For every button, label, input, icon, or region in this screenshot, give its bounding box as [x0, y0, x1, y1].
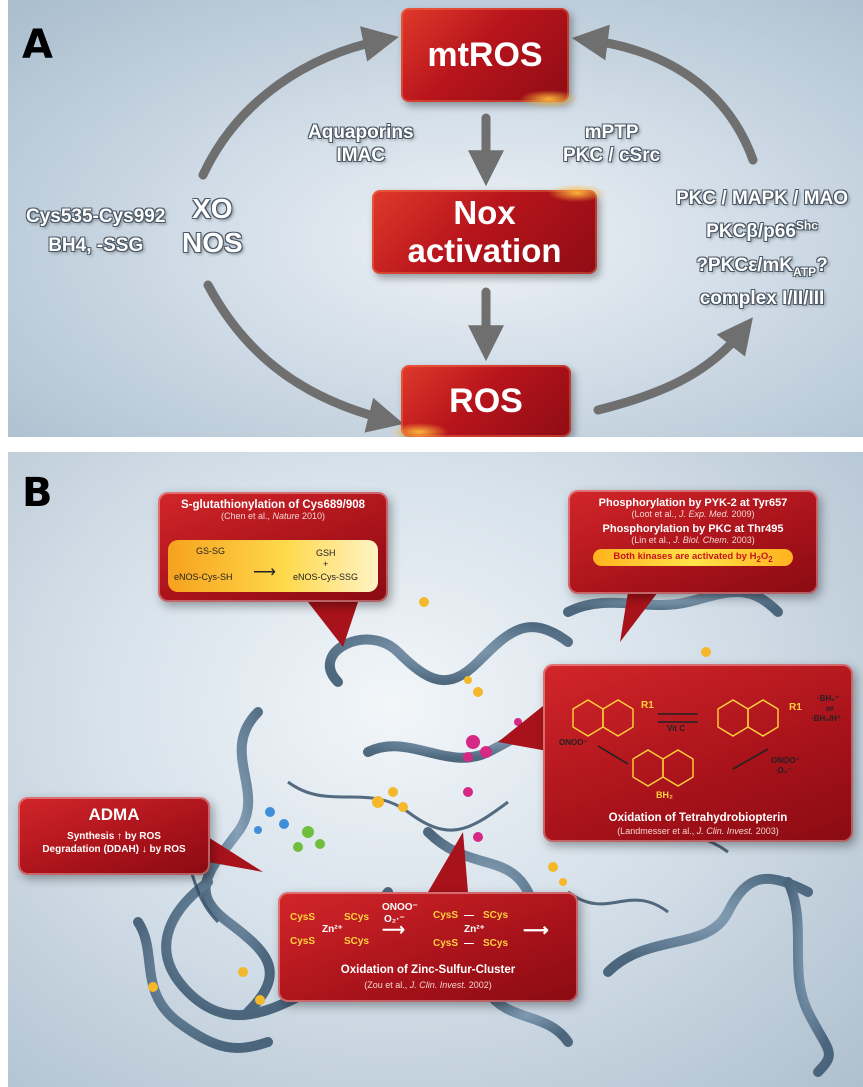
- zinc-citation: (Zou et al., J. Clin. Invest. 2002): [364, 980, 492, 990]
- arrow-ros-to-pkc: [593, 317, 753, 415]
- arrow-xo-to-mtros: [198, 26, 399, 180]
- bh4-citation: (Landmesser et al., J. Clin. Invest. 200…: [617, 826, 779, 836]
- phosphorylation-citation-1: (Loot et al., J. Exp. Med. 2009): [631, 509, 755, 519]
- kinase-h2o2-banner: Both kinases are activated by H2O2: [593, 549, 793, 566]
- cycle-arrows: [198, 24, 758, 433]
- bh4-title: Oxidation of Tetrahydrobiopterin: [608, 812, 788, 824]
- nox-activation-box: Nox activation: [372, 184, 607, 274]
- panel-letter-b: B: [22, 470, 53, 516]
- phosphorylation-callout: Phosphorylation by PYK-2 at Tyr657 (Loot…: [568, 490, 818, 594]
- phosphorylation-title-2: Phosphorylation by PKC at Thr495: [602, 523, 784, 535]
- glutathionylation-reaction: GS-SG eNOS-Cys-SH ⟶ GSH + eNOS-Cys-SSG: [168, 540, 378, 592]
- glutathionylation-citation: (Chen et al., Nature 2010): [220, 511, 326, 521]
- ros-box: ROS: [389, 365, 571, 437]
- glutathionylation-callout: S-glutathionylation of Cys689/908 (Chen …: [158, 492, 388, 602]
- xo-nos-label: XO NOS: [182, 193, 243, 258]
- pterin-structures: [572, 699, 779, 787]
- phosphorylation-title-1: Phosphorylation by PYK-2 at Tyr657: [598, 497, 788, 509]
- adma-degradation: Degradation (DDAH) ↓ by ROS: [42, 844, 186, 855]
- aquaporins-imac-label: Aquaporins IMAC: [308, 122, 414, 166]
- mtros-box: mtROS: [401, 8, 579, 108]
- arrow-xo-to-ros: [203, 280, 404, 433]
- reaction-arrow-icon: ⟶: [382, 922, 405, 939]
- enos-protein-structure: [133, 587, 834, 1077]
- panel-letter-a: A: [22, 22, 53, 68]
- adma-title: ADMA: [88, 805, 140, 824]
- pkc-pathway-label: PKC / MAPK / MAO PKCβ/p66Shc ?PKCε/mKATP…: [676, 188, 849, 310]
- reaction-arrow-icon: ⟶: [253, 564, 276, 581]
- zinc-title: Oxidation of Zinc-Sulfur-Cluster: [340, 964, 516, 976]
- ros-label: ROS: [449, 381, 523, 420]
- adma-callout: ADMA Synthesis ↑ by ROS Degradation (DDA…: [18, 797, 210, 875]
- glutathionylation-title: S-glutathionylation of Cys689/908: [180, 499, 366, 511]
- cys-bh4-label: Cys535-Cys992 BH4, -SSG: [26, 206, 166, 256]
- mptp-pkc-label: mPTP PKC / cSrc: [563, 122, 661, 166]
- nox-activation-label: Nox activation: [407, 194, 562, 269]
- reaction-arrow-icon: ⟶: [523, 920, 549, 940]
- mtros-label: mtROS: [427, 35, 543, 74]
- phosphorylation-citation-2: (Lin et al., J. Biol. Chem. 2003): [631, 535, 755, 545]
- adma-synthesis: Synthesis ↑ by ROS: [67, 831, 161, 842]
- panel-b: B S-glutathionylation of Cys689/908 (Che…: [8, 452, 863, 1087]
- panel-a: A mtROS Nox activation ROS Aquaporins IM…: [8, 0, 863, 437]
- zinc-sulfur-callout: CysS SCys Zn²⁺ CysS SCys ONOO⁻ O₂·⁻ ⟶ Cy…: [278, 892, 578, 1002]
- tetrahydrobiopterin-callout: R1 R1 Vit C ·BH₃⁺ or ·BH₃/H⁺ ONOO⁻ ONOO⁻…: [543, 664, 853, 842]
- vitc-label: Vit C: [667, 724, 686, 733]
- arrow-pkc-to-mtros: [571, 24, 758, 165]
